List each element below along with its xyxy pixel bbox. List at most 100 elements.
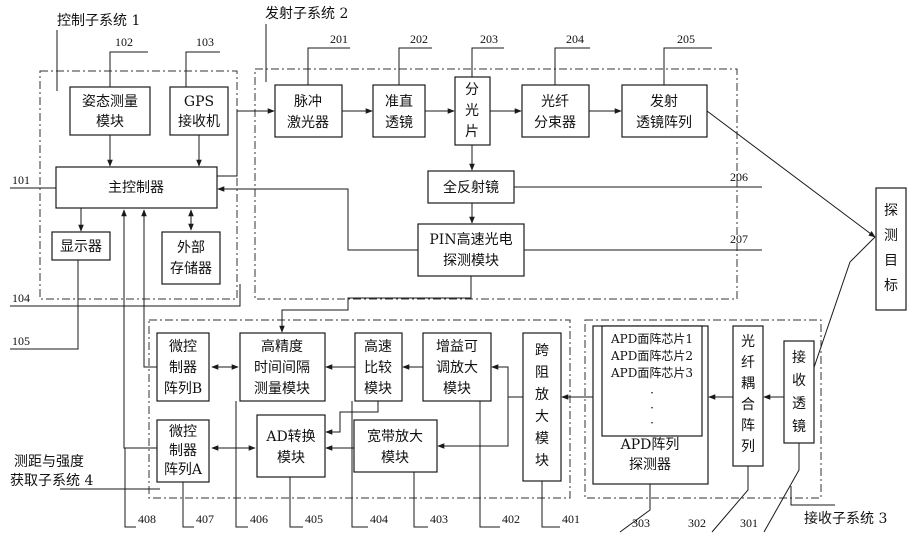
mcub-to-main-arrow: [144, 210, 157, 367]
gps-label-1: GPS: [184, 94, 214, 110]
vga-label-1: 增益可: [436, 339, 478, 355]
pin-to-tdc-arrow: [282, 276, 471, 332]
mirror-label: 全反射镜: [443, 179, 499, 196]
ref-408-leader: [125, 448, 136, 527]
splitter-label-3: 片: [465, 124, 479, 140]
apd-chip-dot-1: ·: [650, 386, 654, 400]
ref-202: 202: [410, 32, 428, 46]
receive-title-leader: [791, 486, 835, 505]
target-label-2: 测: [884, 228, 898, 244]
ref-201-leader: [308, 48, 350, 85]
pin-label-1: PIN高速光电: [429, 231, 512, 248]
ref-201: 201: [330, 32, 348, 46]
control-subsystem-title: 控制子系统 1: [57, 13, 140, 29]
attitude-module-label-2: 模块: [96, 114, 124, 130]
pulse-laser-label-2: 激光器: [287, 114, 329, 131]
pin-label-2: 探测模块: [443, 253, 499, 269]
apd-chip-2: APD面阵芯片2: [610, 349, 693, 363]
ref-301-leader: [764, 443, 799, 532]
tx-lens-array-label-1: 发射: [650, 94, 678, 110]
ref-102-leader: [110, 52, 148, 87]
mcu-a-label-3: 阵列A: [164, 462, 203, 478]
ref-202-leader: [399, 48, 432, 85]
comparator-label-2: 比较: [364, 360, 392, 376]
ref-104: 104: [12, 291, 30, 305]
splitter-label-2: 光: [465, 103, 479, 119]
adc-label-1: AD转换: [265, 428, 315, 445]
fiber-coupler-label-3: 耦: [741, 376, 755, 392]
ref-203-leader: [472, 48, 504, 77]
transmit-subsystem-title: 发射子系统 2: [265, 6, 348, 22]
ref-207: 207: [730, 232, 748, 246]
ref-101: 101: [12, 173, 30, 187]
pin-to-main-arrow: [218, 189, 418, 250]
vga-label-2: 调放大: [436, 360, 478, 376]
tia-to-wideband-arrow: [438, 397, 508, 446]
target-to-rxlens-arrow: [808, 237, 875, 385]
mcu-b-label-1: 微控: [169, 339, 197, 355]
mcu-b-label-3: 阵列B: [164, 381, 202, 397]
ref-301: 301: [740, 516, 758, 530]
ref-204: 204: [566, 32, 584, 46]
ref-401: 401: [562, 512, 580, 526]
mcu-a-label-1: 微控: [169, 424, 197, 440]
comparator-label-3: 模块: [364, 381, 392, 397]
gps-label-2: 接收机: [178, 113, 220, 130]
target-label-1: 探: [884, 203, 898, 219]
apd-chip-dot-2: ·: [650, 401, 654, 415]
target-label-3: 目: [884, 253, 898, 269]
fiber-coupler-label-6: 列: [741, 439, 755, 455]
rx-lens-label-4: 镜: [792, 419, 806, 435]
fiber-coupler-label-5: 阵: [741, 418, 755, 434]
ref-407: 407: [196, 512, 214, 526]
ref-408: 408: [138, 512, 156, 526]
ref-206: 206: [730, 170, 748, 184]
ref-104-leader: [10, 284, 240, 306]
apd-array-label-2: 探测器: [629, 457, 671, 473]
adc-box: [257, 415, 325, 477]
ref-303: 303: [632, 516, 650, 530]
ref-103-leader: [186, 52, 220, 87]
ref-205: 205: [677, 32, 695, 46]
tdc-label-2: 时间间隔: [254, 360, 310, 376]
ref-302: 302: [688, 516, 706, 530]
target-label-4: 标: [884, 278, 898, 294]
ref-406: 406: [250, 512, 268, 526]
rx-lens-label-3: 透: [792, 396, 806, 412]
ranging-subsystem-title-line2: 获取子系统 4: [10, 473, 93, 489]
wideband-label-1: 宽带放大: [367, 428, 423, 445]
mcua-to-main-arrow: [124, 210, 157, 448]
tia-label-3: 放: [535, 387, 549, 403]
fiber-splitter-label-1: 光纤: [541, 94, 569, 110]
tia-label-4: 大: [535, 409, 549, 425]
attitude-module-label-1: 姿态测量: [82, 94, 138, 110]
mcu-a-label-2: 制器: [169, 443, 197, 459]
tia-label-1: 跨: [535, 343, 549, 359]
tdc-label-3: 测量模块: [254, 381, 310, 397]
ref-105: 105: [12, 334, 30, 348]
apd-chip-1: APD面阵芯片1: [610, 332, 693, 346]
receive-subsystem-title: 接收子系统 3: [804, 510, 887, 527]
ref-404: 404: [370, 512, 388, 526]
fiber-coupler-label-1: 光: [741, 334, 755, 350]
ref-406-leader: [236, 401, 248, 527]
ranging-subsystem-title-line1: 测距与强度: [14, 454, 84, 470]
tia-label-5: 模: [535, 431, 549, 447]
collimator-label-1: 准直: [385, 93, 413, 110]
fiber-coupler-label-2: 纤: [741, 355, 755, 371]
fiber-coupler-label-4: 合: [741, 397, 755, 413]
tia-label-6: 块: [535, 453, 549, 469]
ref-401-leader: [542, 481, 560, 527]
vga-label-3: 模块: [443, 381, 471, 397]
fiber-splitter-label-2: 分束器: [534, 115, 576, 131]
ref-402-leader: [480, 401, 500, 527]
display-label: 显示器: [60, 239, 102, 255]
rx-lens-label-2: 收: [792, 373, 806, 389]
main-controller-label: 主控制器: [108, 180, 164, 196]
ref-403-leader: [414, 472, 428, 527]
tx-lens-array-label-2: 透镜阵列: [636, 115, 692, 131]
ref-407-leader: [183, 482, 194, 527]
pulse-laser-label-1: 脉冲: [294, 94, 322, 110]
ref-204-leader: [555, 48, 590, 85]
